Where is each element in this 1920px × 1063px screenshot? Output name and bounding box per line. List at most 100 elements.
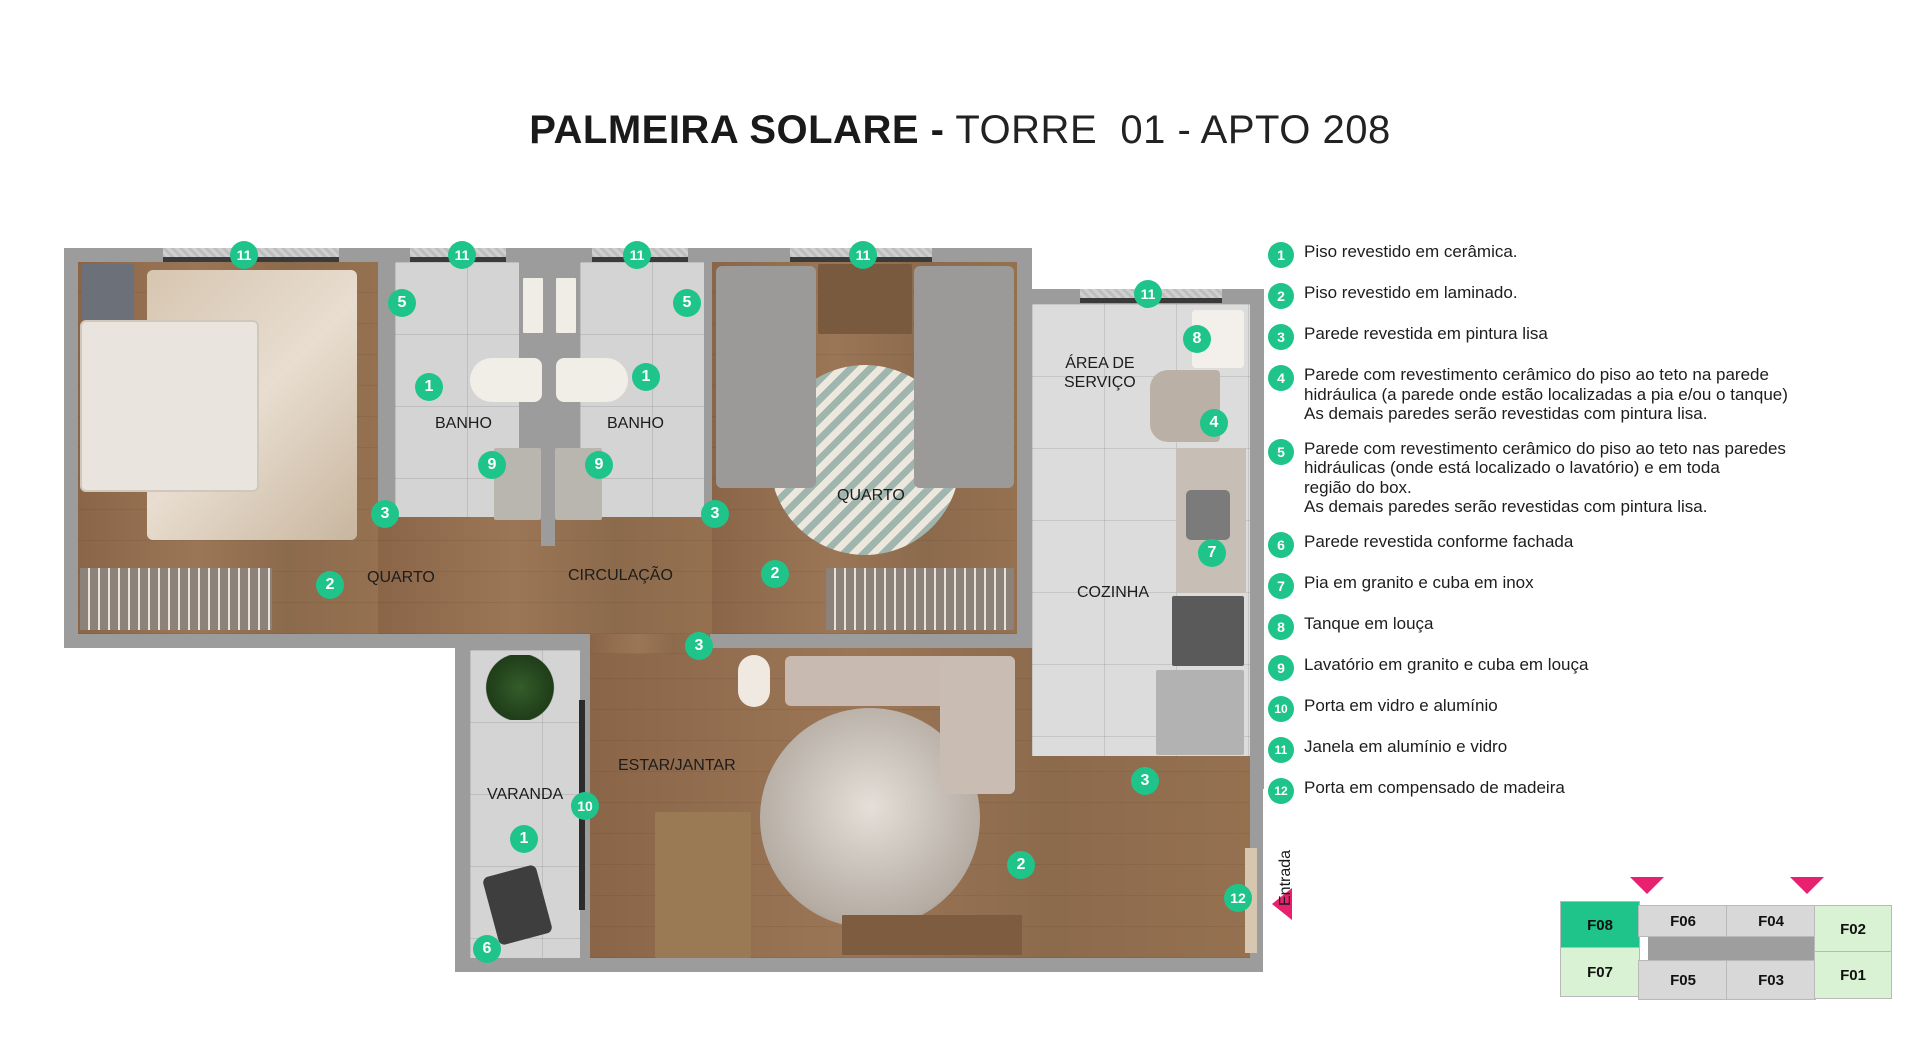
key-plan: F08 F07 F06 F04 F05 F03 F02 F01	[1560, 875, 1892, 1005]
label-varanda: VARANDA	[487, 786, 564, 803]
marker-11-banho-1: 11	[448, 241, 476, 269]
unit-f06[interactable]: F06	[1638, 905, 1728, 937]
stove	[1172, 596, 1244, 666]
marker-3-a: 3	[371, 500, 399, 528]
label-estar-jantar: ESTAR/JANTAR	[618, 757, 736, 774]
unit-f02[interactable]: F02	[1814, 905, 1892, 953]
marker-3-d: 3	[1131, 767, 1159, 795]
label-circulacao: CIRCULAÇÃO	[568, 567, 673, 584]
legend-text: Pia em granito e cuba em inox	[1304, 572, 1534, 592]
legend-text: Parede revestida em pintura lisa	[1304, 324, 1548, 343]
legend-text: Tanque em louça	[1304, 613, 1434, 633]
legend-number-badge: 12	[1268, 777, 1294, 804]
legend-text: Parede revestida conforme fachada	[1304, 531, 1574, 551]
legend-text: Parede com revestimento cerâmico do piso…	[1304, 438, 1786, 458]
marker-5-right: 5	[673, 289, 701, 317]
legend-number-badge: 9	[1268, 654, 1294, 681]
unit-f05[interactable]: F05	[1638, 960, 1728, 1000]
marker-5-left: 5	[388, 289, 416, 317]
marker-2-estar: 2	[1007, 851, 1035, 879]
legend-number-badge: 5	[1268, 438, 1294, 465]
marker-1-banho-2: 1	[632, 363, 660, 391]
bed-double	[80, 320, 259, 492]
marker-11-servico: 11	[1134, 280, 1162, 308]
unit-f08[interactable]: F08	[1560, 901, 1640, 949]
legend-item: 8 Tanque em louça	[1268, 613, 1898, 640]
legend-item: 5 Parede com revestimento cerâmico do pi…	[1268, 438, 1898, 517]
legend-number-badge: 10	[1268, 695, 1294, 722]
bed-single-right	[914, 266, 1014, 488]
entrance-label: Entrada	[1277, 849, 1294, 906]
legend-text: Janela em alumínio e vidro	[1304, 736, 1508, 756]
legend-text: As demais paredes serão revestidas com p…	[1304, 497, 1708, 516]
toilet-right	[556, 358, 628, 402]
legend-item: 7 Pia em granito e cuba em inox	[1268, 572, 1898, 599]
marker-3-c: 3	[685, 632, 713, 660]
legend-item: 10 Porta em vidro e alumínio	[1268, 695, 1898, 722]
sofa-chaise	[940, 656, 1015, 794]
marker-2-quarto: 2	[316, 571, 344, 599]
legend-number-badge: 3	[1268, 324, 1294, 350]
legend-item: 9 Lavatório em granito e cuba em louça	[1268, 654, 1898, 681]
marker-1-banho-1: 1	[415, 373, 443, 401]
bed-single-left	[716, 266, 816, 488]
legend-text: Piso revestido em cerâmica.	[1304, 242, 1518, 261]
toilet-left	[470, 358, 542, 402]
legend-item: 4 Parede com revestimento cerâmico do pi…	[1268, 365, 1898, 424]
legend-text: Porta em compensado de madeira	[1304, 777, 1565, 797]
shaft-vent-left	[523, 278, 543, 333]
marker-12-door: 12	[1224, 884, 1252, 912]
legend-text: As demais paredes serão revestidas com p…	[1304, 404, 1708, 423]
legend: 1 Piso revestido em cerâmica. 2 Piso reves…	[1268, 242, 1898, 819]
legend-text: Lavatório em granito e cuba em louça	[1304, 654, 1589, 674]
marker-9-right: 9	[585, 451, 613, 479]
side-table	[738, 655, 770, 707]
key-plan-core	[1648, 935, 1822, 960]
fridge	[1156, 670, 1244, 755]
marker-6-facade: 6	[473, 935, 501, 963]
legend-number-badge: 8	[1268, 613, 1294, 640]
legend-text: hidráulica (a parede onde estão localiza…	[1304, 384, 1788, 404]
label-cozinha: COZINHA	[1077, 584, 1149, 601]
unit-f03[interactable]: F03	[1726, 960, 1816, 1000]
legend-number-badge: 11	[1268, 736, 1294, 763]
legend-text: Porta em vidro e alumínio	[1304, 695, 1498, 715]
unit-f04[interactable]: F04	[1726, 905, 1816, 937]
wardrobe-quarto-1	[80, 568, 272, 630]
legend-number-badge: 1	[1268, 242, 1294, 268]
marker-1-varanda: 1	[510, 825, 538, 853]
dining-table	[655, 812, 751, 958]
label-banho-1: BANHO	[435, 415, 492, 432]
access-arrow-icon	[1790, 877, 1824, 894]
legend-text: Parede com revestimento cerâmico do piso…	[1304, 365, 1769, 384]
legend-number-badge: 7	[1268, 572, 1294, 599]
marker-8-tanque: 8	[1183, 325, 1211, 353]
page-title: PALMEIRA SOLARE - TORRE 01 - APTO 208	[0, 108, 1920, 153]
legend-number-badge: 2	[1268, 283, 1294, 309]
tv-console	[842, 915, 1022, 955]
plant	[485, 655, 555, 720]
unit-f07[interactable]: F07	[1560, 947, 1640, 997]
marker-4-wall: 4	[1200, 409, 1228, 437]
marker-9-left: 9	[478, 451, 506, 479]
floor-hall	[590, 634, 710, 654]
legend-text: região do box.	[1304, 477, 1412, 497]
legend-item: 12 Porta em compensado de madeira	[1268, 777, 1898, 804]
legend-item: 6 Parede revestida conforme fachada	[1268, 531, 1898, 558]
shaft-vent-right	[556, 278, 576, 333]
entrance-arrow-icon	[1272, 888, 1292, 920]
label-quarto-2: QUARTO	[837, 487, 905, 504]
label-banho-2: BANHO	[607, 415, 664, 432]
sink-inox	[1186, 490, 1230, 540]
marker-2-circulacao: 2	[761, 560, 789, 588]
label-area-servico: ÁREA DE SERVIÇO	[1064, 355, 1136, 391]
title-project: PALMEIRA SOLARE -	[529, 108, 945, 152]
unit-f01[interactable]: F01	[1814, 951, 1892, 999]
legend-text: hidráulicas (onde está localizado o lava…	[1304, 458, 1720, 477]
legend-number-badge: 6	[1268, 531, 1294, 558]
marker-11-quarto-2: 11	[849, 241, 877, 269]
legend-item: 2 Piso revestido em laminado.	[1268, 283, 1898, 309]
label-quarto-1: QUARTO	[367, 569, 435, 586]
marker-7-pia: 7	[1198, 539, 1226, 567]
legend-text: Piso revestido em laminado.	[1304, 283, 1518, 302]
